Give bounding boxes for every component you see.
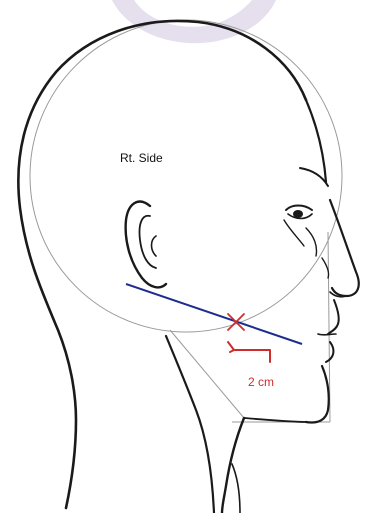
measurement-label: 2 cm xyxy=(248,375,274,389)
face-details xyxy=(284,206,329,279)
measurement-bracket-end xyxy=(230,350,234,352)
reference-circle xyxy=(30,20,342,332)
reference-line xyxy=(126,284,302,344)
measurement-bracket xyxy=(228,342,270,362)
head-outline xyxy=(18,21,358,513)
ear xyxy=(126,202,166,288)
side-label: Rt. Side xyxy=(120,151,163,165)
